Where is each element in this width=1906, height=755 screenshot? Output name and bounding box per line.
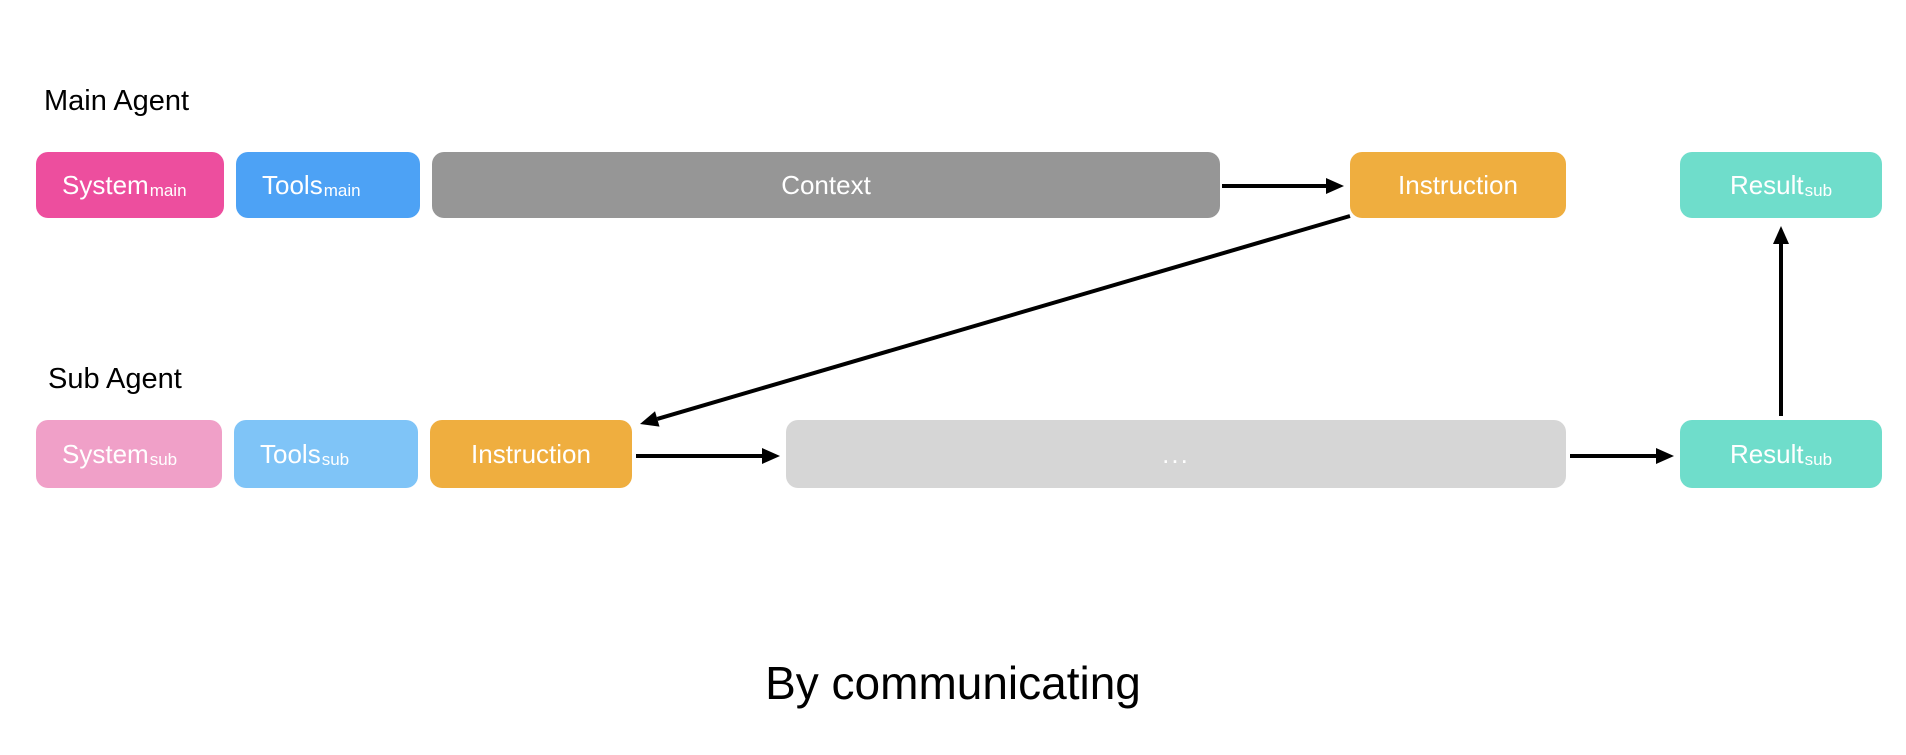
node-label-base: Instruction (1398, 170, 1518, 200)
node-label-subscript: sub (1804, 449, 1833, 469)
node-label-base: Tools (262, 170, 323, 200)
node-label-base: Instruction (471, 439, 591, 469)
diagram-caption: By communicating (765, 657, 1141, 709)
arrow-head (640, 411, 660, 427)
agent-label-main-agent: Main Agent (44, 85, 190, 117)
arrow-context-sub-to-result-sub (1570, 448, 1674, 464)
node-context-main[interactable]: Context (432, 152, 1220, 218)
node-context-sub[interactable]: ... (786, 420, 1566, 488)
node-label-base: System (62, 439, 149, 469)
node-label-subscript: sub (321, 449, 350, 469)
arrow-head (1326, 178, 1344, 194)
arrow-head (1656, 448, 1674, 464)
node-label-base: System (62, 170, 149, 200)
node-label-base: Result (1729, 439, 1804, 469)
node-instruction-sub[interactable]: Instruction (430, 420, 632, 488)
arrow-context-to-instruction (1222, 178, 1344, 194)
node-label-subscript: sub (1804, 180, 1833, 200)
ellipsis-label: ... (1162, 439, 1190, 469)
node-label-subscript: main (323, 180, 361, 200)
node-instruction-main[interactable]: Instruction (1350, 152, 1566, 218)
node-label-base: Result (1729, 170, 1804, 200)
arrow-head (1773, 226, 1789, 244)
agent-label-sub-agent: Sub Agent (48, 363, 182, 395)
node-label-subscript: main (149, 180, 187, 200)
node-label-base: Tools (260, 439, 321, 469)
arrow-instruction-sub-to-context-sub (636, 448, 780, 464)
arrow-shaft (656, 214, 1351, 421)
arrow-instruction-main-to-instruction-sub (640, 214, 1351, 427)
node-label-base: Context (781, 170, 871, 200)
arrow-result-sub-to-result-main (1773, 226, 1789, 416)
node-label-subscript: sub (149, 449, 178, 469)
arrow-head (762, 448, 780, 464)
